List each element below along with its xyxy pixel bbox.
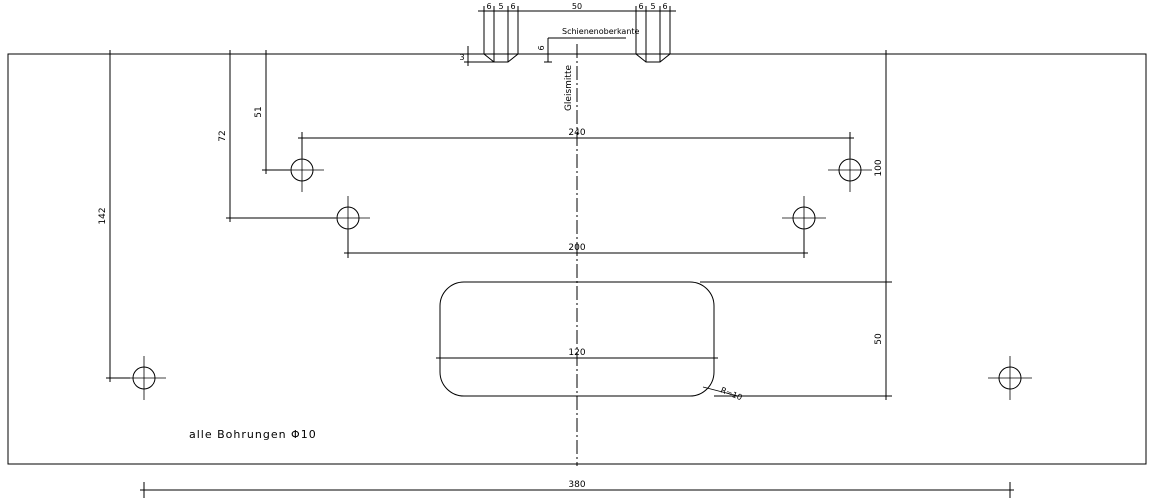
radius-leader	[702, 386, 739, 397]
radius-label: R=10	[719, 386, 743, 403]
dim-100: 100	[874, 159, 884, 176]
dim-rail-50: 50	[572, 2, 582, 11]
dim-200-lines	[344, 230, 808, 258]
dim-51-lines	[260, 50, 290, 174]
dim-380-lines	[140, 482, 1014, 498]
dim-rail-6a: 6	[486, 2, 491, 11]
dim-240: 240	[568, 128, 585, 138]
holes-note: alle Bohrungen Φ10	[189, 428, 317, 441]
dim-50-vertical: 50	[874, 333, 884, 345]
dim-rail-5b: 5	[650, 2, 655, 11]
dim-120: 120	[568, 348, 585, 358]
schienenoberkante-label: Schienenoberkante	[562, 27, 640, 36]
gleismitte-label: Gleismitte	[564, 65, 574, 112]
slot-cutout	[439, 281, 715, 397]
dim-51: 51	[254, 106, 264, 117]
dim-200: 200	[568, 243, 585, 253]
schienenoberkante-leader	[544, 37, 626, 63]
dim-72: 72	[218, 130, 228, 141]
dim-3-lines	[464, 46, 494, 66]
dim-6-vertical: 6	[537, 45, 546, 50]
dim-72-lines	[224, 50, 336, 222]
dim-rail-5a: 5	[498, 2, 503, 11]
dim-240-lines	[298, 132, 854, 158]
dim-380: 380	[568, 480, 585, 490]
dim-100-lines	[700, 50, 892, 286]
dim-50-lines	[714, 282, 892, 400]
hole-outer-right	[988, 356, 1032, 400]
dim-rail-6c: 6	[638, 2, 643, 11]
rail-dimension-chain	[478, 6, 676, 14]
rail-profile-right	[635, 12, 671, 63]
dim-3: 3	[459, 53, 464, 62]
dim-120-lines	[436, 354, 718, 362]
rail-profile-left	[483, 12, 519, 63]
dim-rail-6b: 6	[510, 2, 515, 11]
dim-142-lines	[104, 50, 130, 382]
dim-rail-6d: 6	[662, 2, 667, 11]
dim-142: 142	[98, 207, 108, 224]
